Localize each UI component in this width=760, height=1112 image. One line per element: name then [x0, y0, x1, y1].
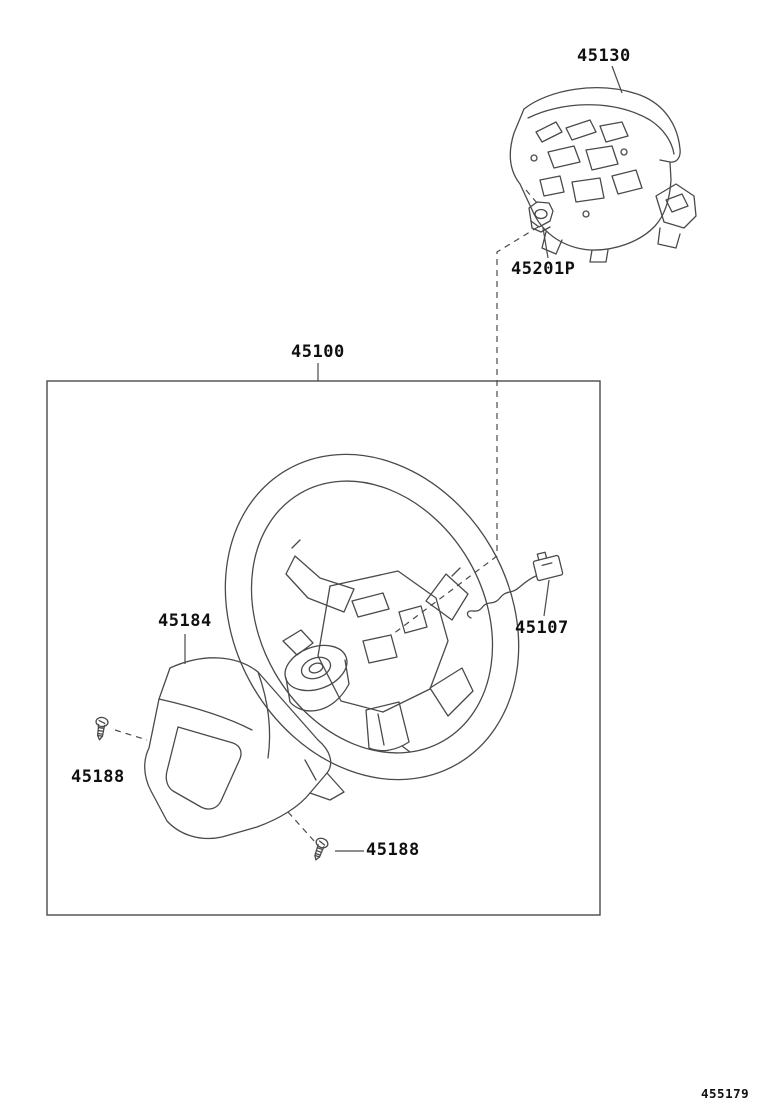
part-label-45100: 45100 — [291, 342, 345, 362]
part-label-45107: 45107 — [515, 618, 569, 638]
part-label-45184: 45184 — [158, 611, 212, 631]
part-label-45188-lower: 45188 — [366, 840, 420, 860]
screw-drawing-upper — [95, 716, 109, 741]
part-label-45130: 45130 — [577, 46, 631, 66]
switch-wire-drawing — [466, 551, 564, 619]
nut-drawing — [528, 201, 554, 233]
figure-number: 455179 — [701, 1086, 750, 1101]
assembly-box-45100 — [46, 380, 601, 916]
lower-cover-drawing — [144, 657, 345, 840]
steering-wheel-drawing — [224, 453, 520, 781]
dashed-leader-lines — [114, 189, 539, 843]
leader-lines — [184, 65, 623, 852]
screw-drawing-lower — [314, 837, 329, 861]
part-label-45188-upper: 45188 — [71, 767, 125, 787]
airbag-pad-drawing — [509, 87, 697, 263]
part-label-45201p: 45201P — [511, 259, 576, 279]
